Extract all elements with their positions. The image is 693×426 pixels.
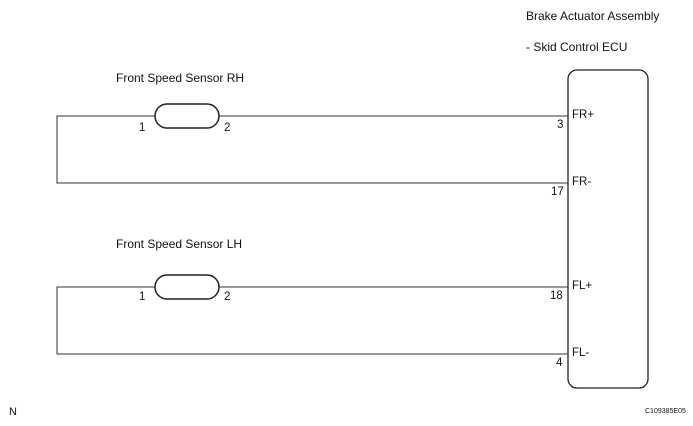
ecu-pin-3: 3 bbox=[557, 119, 564, 131]
rh-sensor-body bbox=[154, 103, 220, 129]
lh-wire-loop bbox=[56, 286, 568, 355]
ecu-pin-18: 18 bbox=[550, 290, 563, 302]
lh-sensor-circuit bbox=[56, 274, 568, 355]
rh-sensor-pin-2: 2 bbox=[224, 122, 231, 134]
ecu-signal-fl-minus: FL- bbox=[572, 347, 590, 359]
rh-sensor-circuit bbox=[56, 103, 568, 184]
figure-code: C109385E05 bbox=[645, 408, 686, 415]
rh-sensor-label: Front Speed Sensor RH bbox=[116, 71, 245, 85]
ecu-subtitle: - Skid Control ECU bbox=[526, 40, 628, 54]
lh-sensor-label: Front Speed Sensor LH bbox=[116, 237, 243, 251]
ecu-signal-fl-plus: FL+ bbox=[572, 280, 593, 292]
rh-wire-loop bbox=[56, 115, 568, 184]
lh-sensor-body bbox=[154, 274, 220, 300]
lh-sensor-pin-1: 1 bbox=[139, 291, 146, 303]
ecu-box bbox=[567, 69, 649, 389]
ecu-pin-17: 17 bbox=[551, 186, 564, 198]
lh-sensor-pin-2: 2 bbox=[224, 291, 231, 303]
ecu-pin-4: 4 bbox=[556, 357, 563, 369]
ecu-signal-fr-minus: FR- bbox=[572, 176, 592, 188]
rh-sensor-pin-1: 1 bbox=[139, 122, 146, 134]
footer-left-mark: N bbox=[9, 406, 17, 418]
ecu-signal-fr-plus: FR+ bbox=[572, 109, 595, 121]
ecu-title: Brake Actuator Assembly bbox=[526, 9, 660, 23]
